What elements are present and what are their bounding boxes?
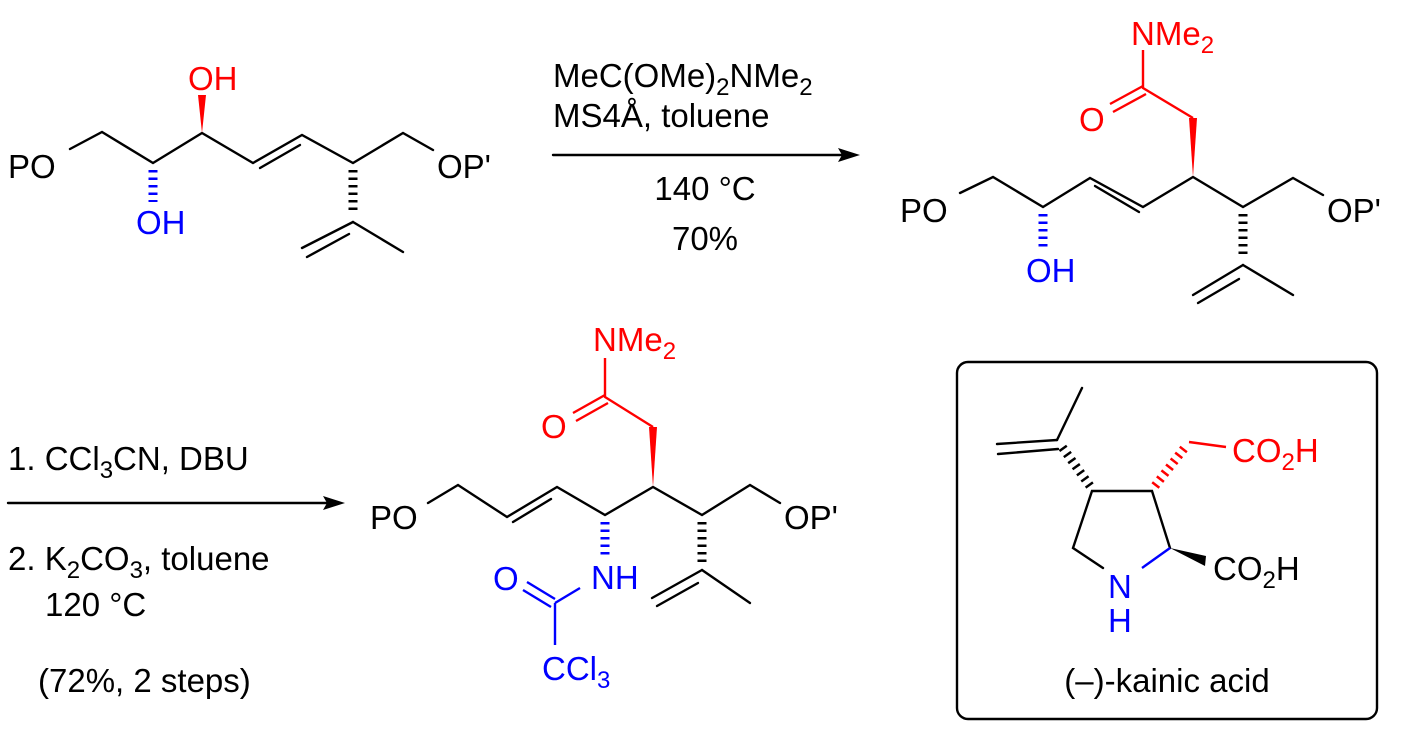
carbonyl-bond — [572, 393, 606, 415]
step1-conditions: MeC(OMe)2NMe2 MS4Å, toluene 140 °C 70% — [551, 57, 860, 257]
temperature: 120 °C — [45, 586, 146, 623]
alkene-double-bond — [1093, 184, 1141, 214]
po-label: PO — [8, 148, 56, 185]
yield: (72%, 2 steps) — [38, 662, 251, 699]
carbonyl-bond — [522, 588, 552, 609]
carbonyl-o-blue: O — [493, 560, 519, 597]
alkene-double-bond — [258, 143, 302, 170]
methyl-bond — [1241, 263, 1295, 297]
carbonyl-bond — [1112, 92, 1147, 114]
oh-top-label: OH — [188, 60, 238, 97]
carbonyl-bond — [1109, 84, 1144, 106]
arrow-head — [323, 496, 345, 510]
co2h-black: CO2H — [1213, 550, 1300, 594]
temperature: 140 °C — [654, 170, 755, 207]
carbonyl-bond — [575, 401, 609, 423]
reagent-line2: MS4Å, toluene — [553, 97, 769, 134]
ring-n-bond — [1141, 547, 1171, 569]
carbonyl-o: O — [1079, 101, 1105, 138]
co2h-red: CO2H — [1232, 432, 1319, 476]
carbon-chain — [68, 130, 435, 165]
methyl-bond — [700, 568, 752, 605]
ccl3-label: CCl3 — [542, 650, 610, 694]
nh-label: NH — [591, 559, 639, 596]
carbonyl-o: O — [541, 408, 567, 445]
nme2-label: NMe2 — [1131, 15, 1214, 59]
alkene-double-bond — [511, 497, 553, 524]
hashed-bond — [1056, 441, 1094, 489]
isopropenyl-double-bond — [996, 447, 1060, 456]
methyl-bond — [1055, 386, 1084, 442]
n-label: N — [1108, 568, 1132, 605]
isopropenyl-bond — [1191, 263, 1245, 297]
opp-label: OP' — [437, 148, 491, 185]
carbon-chain — [426, 483, 782, 519]
kainic-acid-box: N H CO2H CO2H (–)-kainic acid — [955, 360, 1379, 721]
opp-label: OP' — [1327, 192, 1381, 229]
amide-chain — [1141, 50, 1194, 120]
carbonyl-bond — [526, 580, 556, 601]
reagent-line1: MeC(OMe)2NMe2 — [553, 57, 813, 101]
isopropenyl-double-bond — [655, 581, 700, 608]
reagent-line1: 1. CCl3CN, DBU — [8, 440, 249, 484]
starting-diol: PO OH OH OP' — [8, 60, 491, 259]
oh-bottom-label: OH — [136, 204, 186, 241]
wedge-bond — [198, 95, 206, 133]
isopropenyl-double-bond — [305, 232, 351, 259]
methyl-bond — [351, 220, 405, 254]
carbon-chain — [958, 175, 1325, 209]
isopropenyl-double-bond — [1196, 277, 1241, 305]
isopropenyl-bond — [995, 438, 1059, 446]
ch2-bond — [1188, 440, 1227, 449]
pyrrolidine-ring — [1071, 489, 1172, 570]
wedge-bond — [1170, 548, 1206, 566]
step2-conditions: 1. CCl3CN, DBU 2. K2CO3, toluene 120 °C … — [6, 440, 345, 699]
opp-label: OP' — [784, 499, 838, 536]
nme2-label: NMe2 — [593, 321, 676, 365]
po-label: PO — [370, 499, 418, 536]
hashed-bond — [1151, 443, 1190, 489]
arrow-head — [838, 148, 860, 162]
wedge-bond — [649, 427, 657, 487]
oh-label: OH — [1026, 252, 1076, 289]
isopropenyl-bond — [300, 220, 355, 250]
po-label: PO — [900, 192, 948, 229]
kainic-caption: (–)-kainic acid — [1064, 662, 1269, 699]
h-label: H — [1108, 602, 1132, 639]
amide-chain — [603, 358, 654, 429]
isopropenyl-bond — [650, 568, 704, 600]
reagent-line2: 2. K2CO3, toluene — [8, 540, 270, 584]
amide-product: PO O NMe2 OH OP' — [900, 15, 1381, 305]
yield: 70% — [672, 220, 738, 257]
amide-n-bond — [554, 586, 581, 605]
trichloroacetamide-product: PO O NMe2 NH O CCl3 OP' — [370, 321, 838, 694]
wedge-bond — [1189, 118, 1197, 177]
frame — [955, 360, 1379, 721]
